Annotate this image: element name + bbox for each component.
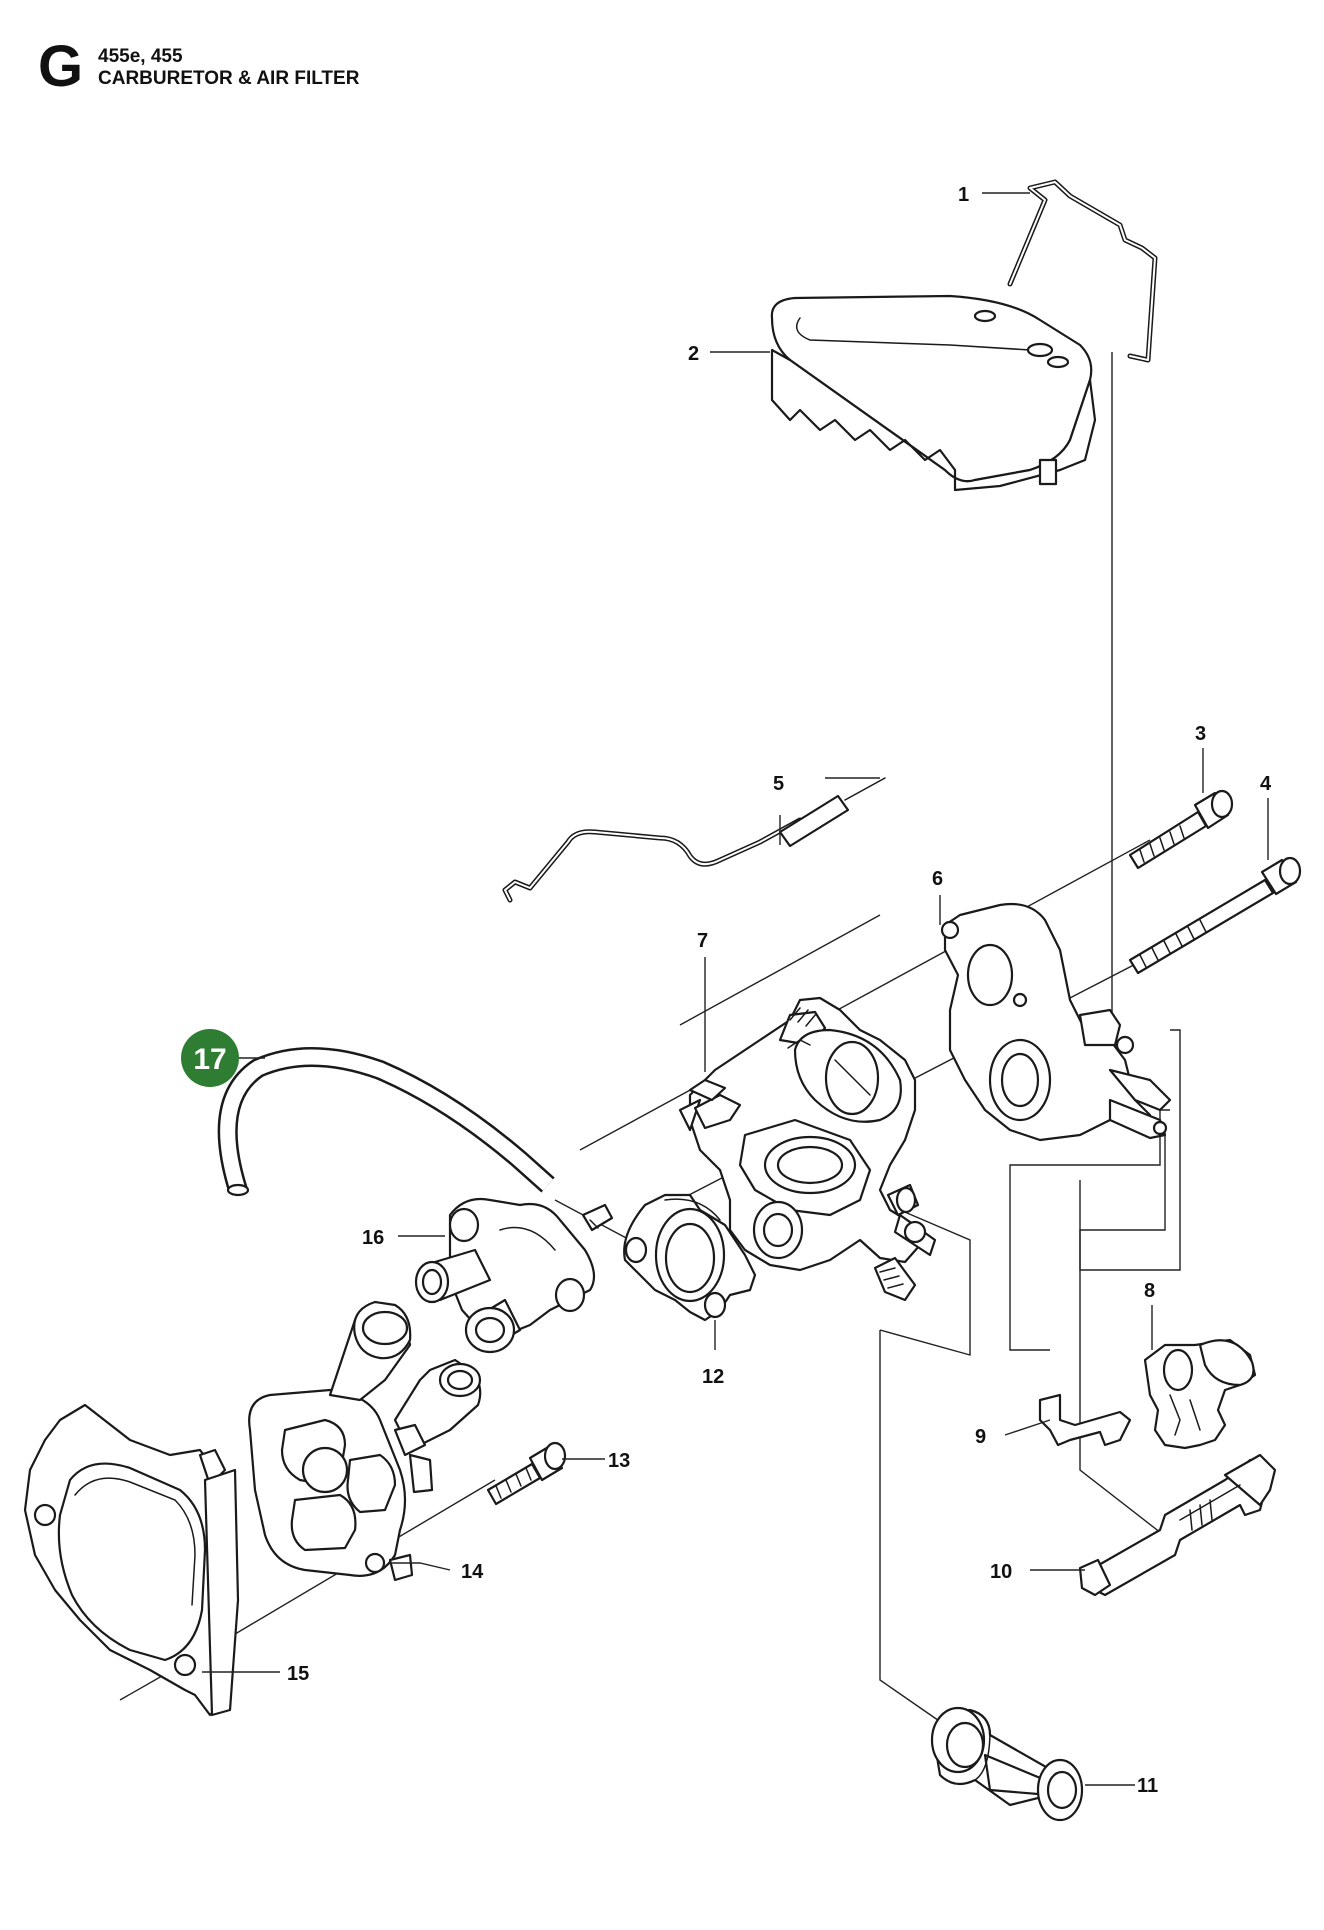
callout-2[interactable]: 2 (688, 343, 699, 365)
callout-14[interactable]: 14 (461, 1561, 484, 1583)
callout-3[interactable]: 3 (1195, 723, 1206, 745)
callout-13[interactable]: 13 (608, 1450, 630, 1472)
callout-15[interactable]: 15 (287, 1663, 309, 1685)
callout-7[interactable]: 7 (697, 930, 708, 952)
part-13-screw[interactable] (486, 1441, 567, 1506)
part-3-screw-short[interactable] (1128, 789, 1234, 870)
part-15-baffle-plate[interactable] (23, 1403, 240, 1717)
part-9-spring-link[interactable] (1038, 1393, 1132, 1447)
part-2-air-filter-cover[interactable] (770, 294, 1097, 492)
callout-4[interactable]: 4 (1260, 773, 1272, 795)
callout-17[interactable]: 17 (193, 1043, 226, 1076)
callout-1[interactable]: 1 (958, 184, 969, 206)
part-17-fuel-hose[interactable] (217, 1047, 555, 1197)
highlight-badge (181, 1029, 239, 1087)
callout-6[interactable]: 6 (932, 868, 943, 890)
callout-8[interactable]: 8 (1144, 1280, 1155, 1302)
part-8-choke-knob[interactable] (1143, 1338, 1257, 1450)
part-11-intake-bushing[interactable] (930, 1706, 1084, 1822)
part-10-throttle-lever[interactable] (1078, 1453, 1277, 1597)
model-label: 455e, 455 (98, 46, 183, 67)
part-12-carburetor-flange[interactable] (623, 1193, 757, 1322)
part-7-carburetor[interactable] (678, 996, 937, 1302)
callout-5[interactable]: 5 (773, 773, 784, 795)
section-letter: G (38, 34, 84, 99)
part-6-intake-housing[interactable] (940, 902, 1172, 1142)
callout-10[interactable]: 10 (990, 1561, 1012, 1583)
part-1-wire-clip[interactable] (1007, 179, 1158, 363)
callout-leaders (202, 192, 1269, 1786)
callout-11[interactable]: 11 (1137, 1775, 1158, 1797)
callout-12[interactable]: 12 (702, 1366, 724, 1388)
part-5-throttle-rod[interactable] (502, 777, 886, 903)
callout-16[interactable]: 16 (362, 1227, 384, 1249)
callout-17-highlight[interactable]: 17 (181, 1029, 239, 1087)
section-title: CARBURETOR & AIR FILTER (98, 68, 360, 89)
part-14-intake-manifold[interactable] (248, 1300, 482, 1582)
part-16-intake-fitting[interactable] (414, 1197, 614, 1354)
part-4-screw-long[interactable] (1128, 856, 1302, 975)
callout-9[interactable]: 9 (975, 1426, 986, 1448)
callout-labels: 1 2 3 4 5 6 7 8 9 10 11 12 13 14 15 16 (287, 184, 1272, 1797)
